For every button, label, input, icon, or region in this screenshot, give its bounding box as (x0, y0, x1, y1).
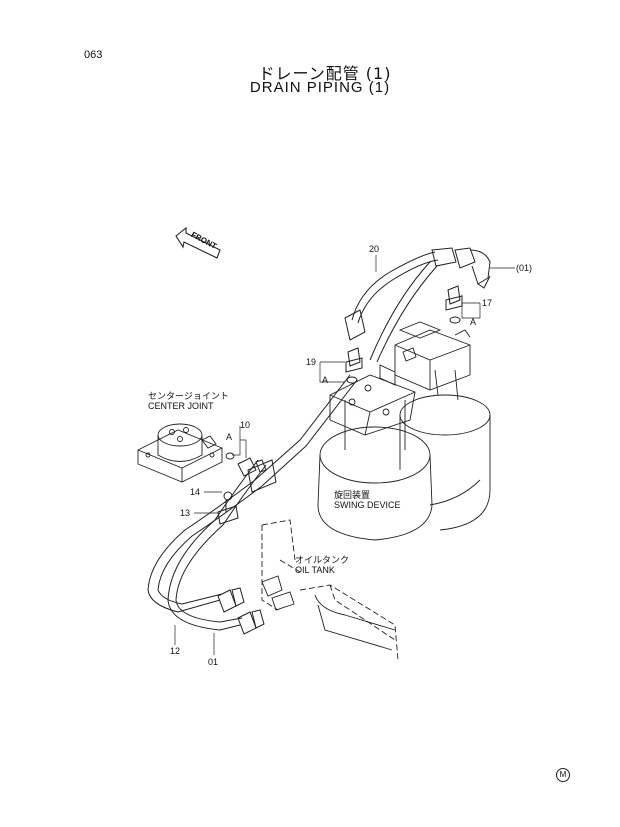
clamp-13 (217, 491, 239, 525)
part-ref-01-paren: (01) (516, 263, 533, 273)
m-mark-icon: M (556, 768, 570, 782)
part-ref-14: 14 (190, 487, 201, 497)
center-joint-label-jp: センタージョイント (148, 392, 229, 402)
part-ref-01: 01 (208, 657, 219, 667)
part-ref-a-19: A (322, 375, 329, 385)
swing-device-label-jp: 旋回装置 (334, 491, 371, 501)
drain-lines (147, 261, 438, 631)
part-ref-19: 19 (306, 357, 317, 367)
part-ref-13: 13 (180, 508, 191, 518)
oil-tank-fittings (217, 587, 265, 635)
oil-tank-label-jp: オイルタンク (295, 556, 350, 566)
leader-lines (174, 255, 515, 655)
hose-20 (344, 247, 491, 341)
fitting-10 (237, 457, 267, 477)
fitting-19 (345, 347, 363, 384)
swing-device-label: SWING DEVICE (334, 500, 401, 510)
part-ref-a-17: A (470, 317, 477, 327)
center-joint (137, 423, 235, 483)
oil-tank-label: OIL TANK (295, 565, 335, 575)
part-ref-12: 12 (170, 646, 181, 656)
page-title: DRAIN PIPING (1) (249, 79, 391, 96)
part-ref-20: 20 (369, 244, 380, 254)
oil-tank-ports (261, 575, 396, 651)
part-ref-a-10: A (226, 432, 233, 442)
swing-device-body (317, 321, 491, 541)
part-ref-17: 17 (482, 298, 493, 308)
oil-tank (261, 519, 399, 661)
page-title-japanese: ドレーン配管 (1) (258, 64, 392, 83)
front-arrow-icon (175, 226, 221, 259)
center-joint-label: CENTER JOINT (148, 401, 214, 411)
part-ref-10: 10 (240, 420, 251, 430)
fitting-17 (445, 285, 463, 324)
page-number: 063 (84, 49, 103, 61)
